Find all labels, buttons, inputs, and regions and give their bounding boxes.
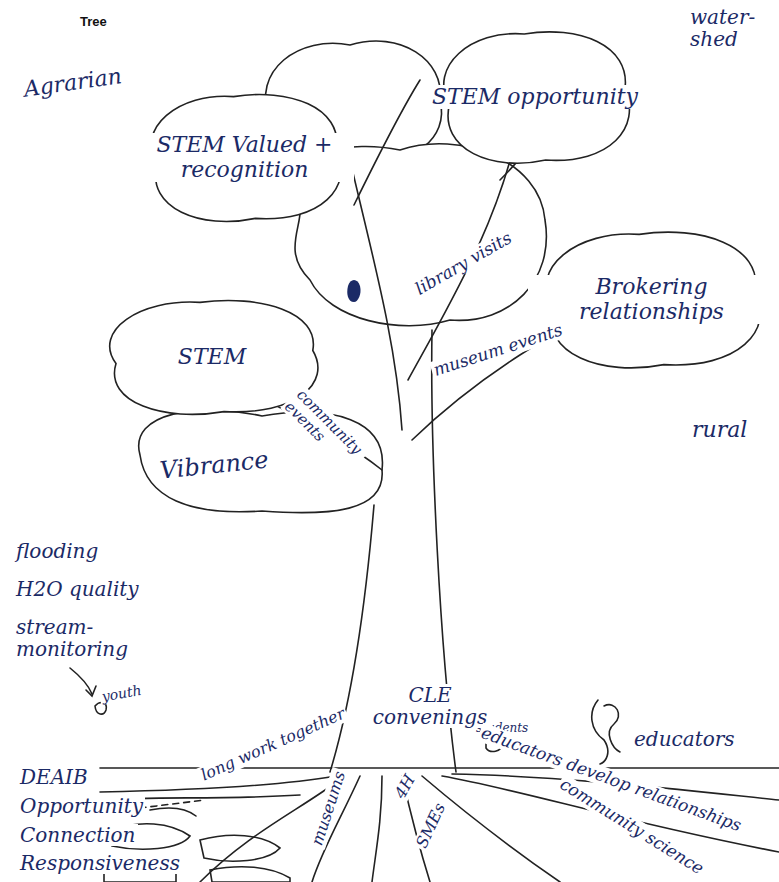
handwritten-label: CLE convenings (368, 684, 492, 728)
handwritten-label: 4H (390, 770, 419, 803)
handwritten-label: flooding (14, 540, 100, 562)
blob-text: Brokering relationships (528, 275, 775, 323)
handwritten-label: Agrarian (20, 64, 125, 102)
blob-text: STEM Valued + recognition (135, 133, 354, 181)
canopy-blob: STEM Valued + recognition (135, 85, 354, 230)
handwritten-label: Opportunity (18, 795, 145, 817)
blob-text: STEM opportunity (429, 85, 641, 109)
canopy-blob: STEM opportunity (428, 22, 642, 172)
handwritten-label: youth (99, 682, 145, 705)
handwritten-label: long work together (196, 704, 349, 785)
handwritten-label: H2O quality (14, 578, 141, 600)
handwritten-label: DEAIB (18, 766, 90, 788)
handwritten-label: SMEs (412, 799, 450, 853)
handwritten-label: rural (690, 418, 749, 442)
handwritten-label: stream-monitoring (14, 616, 138, 660)
handwritten-label: Responsiveness (18, 852, 182, 874)
diagram-title: Tree (80, 14, 107, 29)
handwritten-label: water-shed (688, 6, 772, 50)
blob-text: STEM (175, 345, 249, 369)
handwritten-label: Connection (18, 824, 138, 846)
handwritten-label: educators (632, 728, 737, 750)
handwritten-label: museum events (429, 320, 567, 381)
blob-shape (110, 301, 318, 415)
canopy-blob: Brokering relationships (528, 222, 775, 377)
